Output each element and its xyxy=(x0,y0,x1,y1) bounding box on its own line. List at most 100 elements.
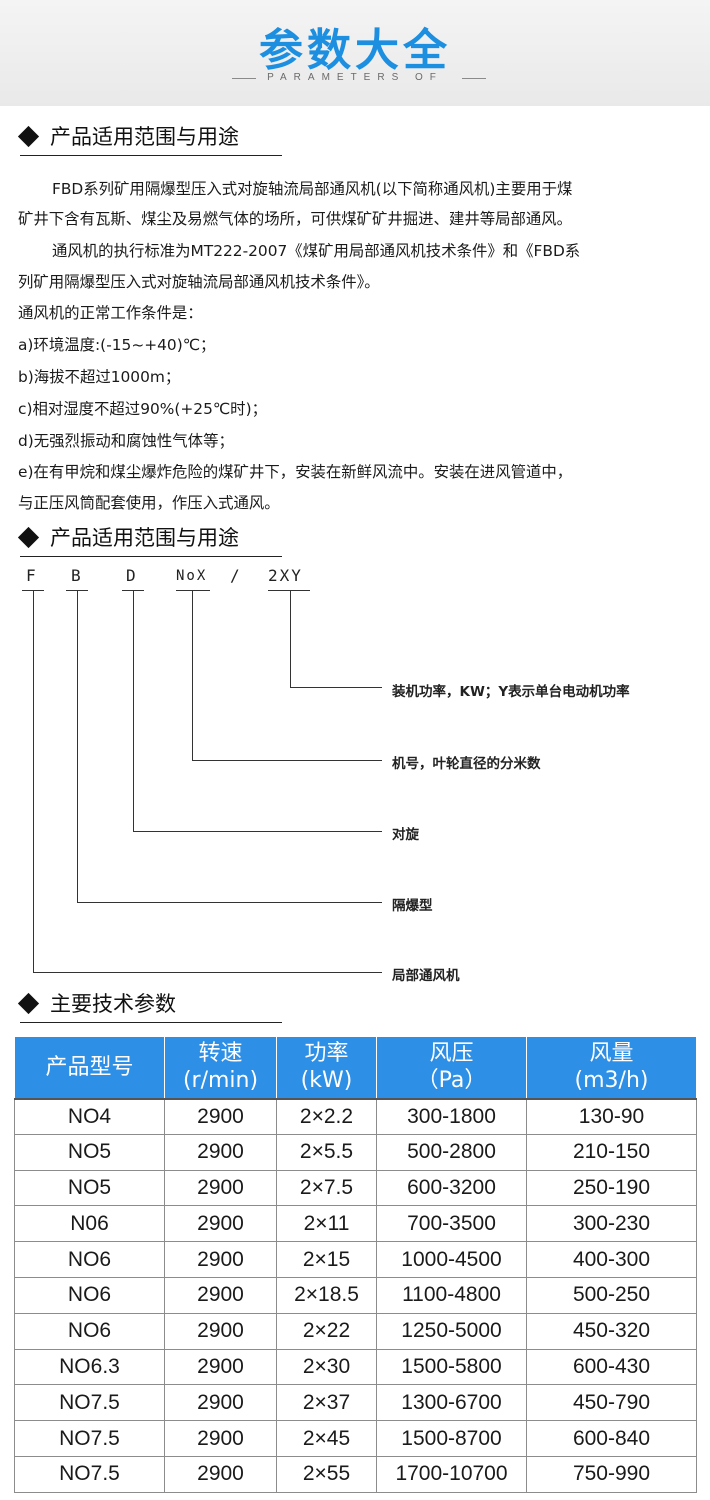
cell-pressure: 700-3500 xyxy=(376,1205,527,1243)
code-label-machine-no: 机号，叶轮直径的分米数 xyxy=(392,756,541,772)
section-title: 产品适用范围与用途 xyxy=(50,125,239,149)
code-label-contra-rotating: 对旋 xyxy=(392,827,419,843)
cell-model: NO5 xyxy=(14,1133,165,1171)
subtitle-rule-right xyxy=(462,78,486,79)
cell-power: 2×18.5 xyxy=(276,1276,377,1314)
cell-speed: 2900 xyxy=(164,1098,277,1135)
section-rule xyxy=(20,556,282,557)
code-part-b: B xyxy=(71,566,83,585)
cell-airflow: 600-430 xyxy=(526,1348,697,1386)
cell-pressure: 500-2800 xyxy=(376,1133,527,1171)
specs-table: 产品型号 转速(r/min) 功率(kW) 风压（Pa） 风量(m3/h) NO… xyxy=(14,1036,697,1493)
cell-speed: 2900 xyxy=(164,1420,277,1457)
intro-line: 与正压风筒配套使用，作压入式通风。 xyxy=(18,494,280,512)
intro-line: 通风机的正常工作条件是： xyxy=(18,304,203,322)
cell-model: NO5 xyxy=(14,1169,165,1207)
cell-model: N06 xyxy=(14,1205,165,1243)
diamond-bullet-icon xyxy=(17,992,40,1014)
cell-model: NO7.5 xyxy=(14,1455,165,1493)
cell-power: 2×15 xyxy=(276,1241,377,1278)
cell-speed: 2900 xyxy=(164,1384,277,1422)
intro-line: 通风机的执行标准为MT222-2007《煤矿用局部通风机技术条件》和《FBD系 xyxy=(52,242,581,260)
cell-model: NO6 xyxy=(14,1276,165,1314)
section-heading-specs: 主要技术参数 xyxy=(17,988,176,1018)
cell-model: NO7.5 xyxy=(14,1420,165,1457)
cell-model: NO6 xyxy=(14,1312,165,1350)
code-part-slash: / xyxy=(230,566,242,585)
header-pressure: 风压（Pa） xyxy=(376,1036,527,1100)
cell-model: NO7.5 xyxy=(14,1384,165,1422)
header-power: 功率(kW) xyxy=(276,1036,377,1100)
cell-airflow: 300-230 xyxy=(526,1205,697,1243)
cell-airflow: 250-190 xyxy=(526,1169,697,1207)
intro-line: e)在有甲烷和煤尘爆炸危险的煤矿井下，安装在新鲜风流中。安装在进风管道中， xyxy=(18,463,573,481)
page-subtitle: PARAMETERS OF xyxy=(267,72,443,83)
cell-pressure: 1500-5800 xyxy=(376,1348,527,1386)
page-title: 参数大全 xyxy=(259,25,451,76)
connector-line xyxy=(77,590,78,903)
section-title: 产品适用范围与用途 xyxy=(50,526,239,550)
connector-line xyxy=(33,972,382,973)
connector-line xyxy=(290,687,382,688)
connector-line xyxy=(133,831,382,832)
cell-model: NO4 xyxy=(14,1098,165,1135)
section-heading-scope: 产品适用范围与用途 xyxy=(17,121,239,151)
cell-speed: 2900 xyxy=(164,1205,277,1243)
intro-line: a)环境温度:(-15~+40)℃； xyxy=(18,336,216,354)
cell-speed: 2900 xyxy=(164,1455,277,1493)
cell-speed: 2900 xyxy=(164,1276,277,1314)
cell-airflow: 210-150 xyxy=(526,1133,697,1171)
code-label-flameproof: 隔爆型 xyxy=(392,898,433,914)
cell-pressure: 600-3200 xyxy=(376,1169,527,1207)
header-speed: 转速(r/min) xyxy=(164,1036,277,1100)
cell-power: 2×55 xyxy=(276,1455,377,1493)
connector-line xyxy=(33,590,34,973)
code-part-power: 2XY xyxy=(268,566,303,585)
connector-line xyxy=(290,590,291,688)
cell-power: 2×37 xyxy=(276,1384,377,1422)
cell-airflow: 600-840 xyxy=(526,1420,697,1457)
code-label-local-fan: 局部通风机 xyxy=(392,968,460,984)
subtitle-rule-left xyxy=(232,78,256,79)
intro-line: c)相对湿度不超过90%(+25℃时)； xyxy=(18,400,267,418)
intro-line: d)无强烈振动和腐蚀性气体等； xyxy=(18,432,234,450)
cell-speed: 2900 xyxy=(164,1169,277,1207)
cell-pressure: 1000-4500 xyxy=(376,1241,527,1278)
cell-pressure: 1100-4800 xyxy=(376,1276,527,1314)
code-part-no: NoX xyxy=(176,568,208,584)
cell-airflow: 450-320 xyxy=(526,1312,697,1350)
cell-speed: 2900 xyxy=(164,1348,277,1386)
intro-line: b)海拔不超过1000m； xyxy=(18,368,181,386)
code-underline xyxy=(176,590,210,591)
connector-line xyxy=(77,902,382,903)
cell-speed: 2900 xyxy=(164,1312,277,1350)
cell-power: 2×5.5 xyxy=(276,1133,377,1171)
cell-airflow: 400-300 xyxy=(526,1241,697,1278)
cell-pressure: 1250-5000 xyxy=(376,1312,527,1350)
cell-airflow: 500-250 xyxy=(526,1276,697,1314)
cell-pressure: 1700-10700 xyxy=(376,1455,527,1493)
intro-line: FBD系列矿用隔爆型压入式对旋轴流局部通风机(以下简称通风机)主要用于煤 xyxy=(52,180,573,198)
cell-model: NO6.3 xyxy=(14,1348,165,1386)
cell-airflow: 750-990 xyxy=(526,1455,697,1493)
section-heading-model: 产品适用范围与用途 xyxy=(17,522,239,552)
cell-power: 2×2.2 xyxy=(276,1098,377,1135)
table-header-row: 产品型号 转速(r/min) 功率(kW) 风压（Pa） 风量(m3/h) xyxy=(14,1036,697,1100)
cell-pressure: 300-1800 xyxy=(376,1098,527,1135)
connector-line xyxy=(192,590,193,761)
cell-airflow: 450-790 xyxy=(526,1384,697,1422)
header-airflow: 风量(m3/h) xyxy=(526,1036,697,1100)
cell-power: 2×11 xyxy=(276,1205,377,1243)
cell-airflow: 130-90 xyxy=(526,1098,697,1135)
section-rule xyxy=(20,1022,282,1023)
code-part-d: D xyxy=(126,566,138,585)
